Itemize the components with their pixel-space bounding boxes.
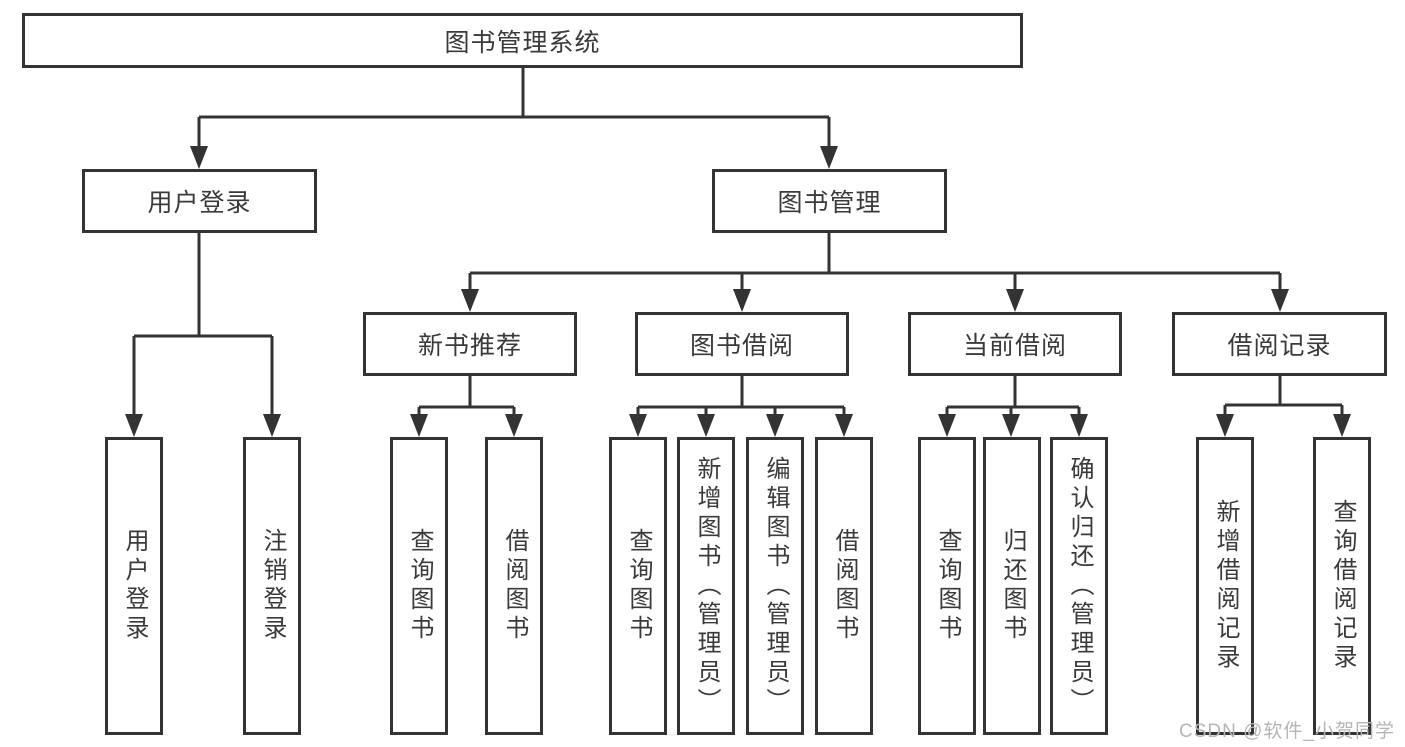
leaf-query-borrow-record: 查询借阅记录 (1313, 437, 1371, 735)
node-label: 用户登录 (147, 189, 252, 217)
node-book-borrowing: 图书借阅 (635, 312, 849, 376)
leaf-label: 归还图书 (999, 528, 1026, 644)
leaf-label: 确认归还（管理员） (1066, 455, 1093, 717)
leaf-label: 新增借阅记录 (1212, 499, 1239, 673)
leaf-query-books-borrowing: 查询图书 (609, 437, 667, 735)
node-label: 新书推荐 (417, 332, 522, 360)
node-library-system: 图书管理系统 (22, 13, 1023, 68)
node-label: 图书管理 (777, 189, 882, 217)
leaf-add-books-admin: 新增图书（管理员） (677, 437, 735, 735)
leaf-return-books: 归还图书 (983, 437, 1041, 735)
leaf-label: 注销登录 (259, 528, 286, 644)
leaf-label: 新增图书（管理员） (693, 455, 720, 717)
leaf-label: 查询图书 (406, 528, 433, 644)
leaf-label: 查询图书 (934, 528, 961, 644)
csdn-watermark: CSDN @软件_小贺同学 (1179, 721, 1395, 742)
leaf-borrow-books-recommend: 借阅图书 (485, 437, 543, 735)
leaf-label: 编辑图书（管理员） (762, 455, 789, 717)
node-label: 图书管理系统 (444, 28, 601, 57)
node-user-login: 用户登录 (82, 169, 317, 233)
leaf-label: 查询借阅记录 (1329, 499, 1356, 673)
leaf-edit-books-admin: 编辑图书（管理员） (746, 437, 804, 735)
node-label: 图书借阅 (689, 332, 794, 360)
leaf-label: 借阅图书 (831, 528, 858, 644)
leaf-borrow-books: 借阅图书 (815, 437, 873, 735)
leaf-add-borrow-record: 新增借阅记录 (1196, 437, 1254, 735)
arrow-heads (125, 146, 1351, 437)
node-book-management: 图书管理 (712, 169, 947, 233)
node-label: 当前借阅 (962, 332, 1067, 360)
node-new-book-recommend: 新书推荐 (363, 312, 577, 376)
leaf-logout: 注销登录 (243, 437, 301, 735)
node-label: 借阅记录 (1227, 332, 1332, 360)
leaf-label: 查询图书 (625, 528, 652, 644)
node-current-borrowing: 当前借阅 (908, 312, 1122, 376)
leaf-query-books-current: 查询图书 (918, 437, 976, 735)
leaf-label: 借阅图书 (501, 528, 528, 644)
leaf-user-login: 用户登录 (105, 437, 163, 735)
node-borrowing-records: 借阅记录 (1172, 312, 1387, 376)
leaf-confirm-return-admin: 确认归还（管理员） (1050, 437, 1108, 735)
leaf-label: 用户登录 (121, 528, 148, 644)
leaf-query-books-recommend: 查询图书 (390, 437, 448, 735)
